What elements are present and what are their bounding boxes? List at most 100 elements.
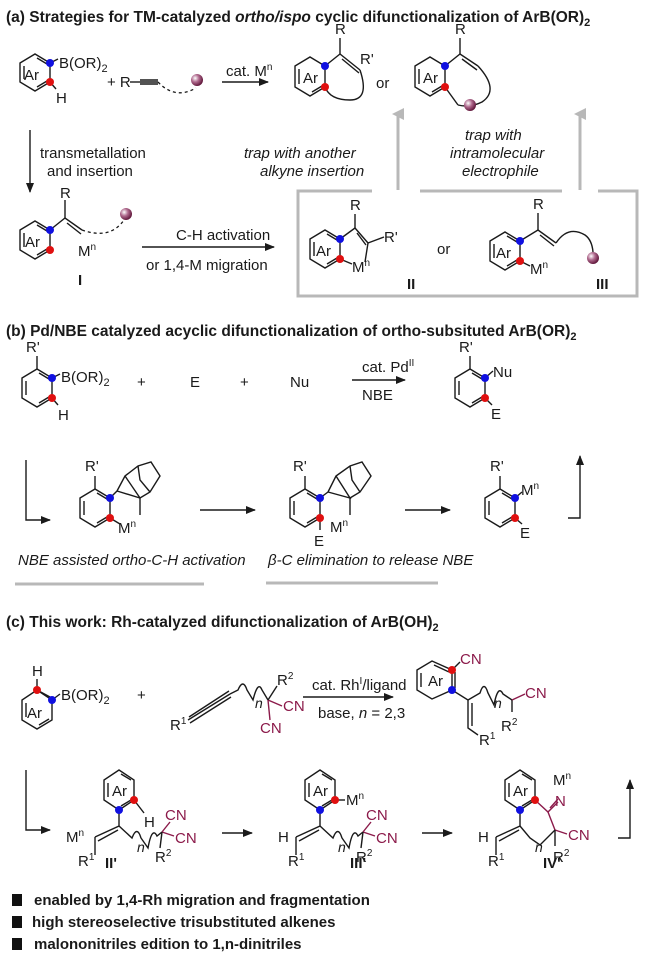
intermediate-III-prime: Ar Mn CN CN H n R2 R1 III'	[278, 769, 398, 872]
ortho-dot	[336, 255, 344, 263]
ortho-dot	[511, 514, 519, 522]
intermediate-I: Ar R Mn I	[19, 185, 132, 289]
trap-label-1: trap with another	[244, 145, 357, 162]
metal-label: Mn	[330, 518, 348, 536]
h-label: H	[144, 814, 155, 831]
r-label: R	[335, 21, 346, 38]
electrophile-ball-icon	[464, 99, 476, 111]
ipso-dot	[448, 686, 456, 694]
or-label: or	[376, 75, 389, 92]
n-label: n	[535, 839, 543, 855]
compound-label-IV-prime: IV'	[543, 855, 561, 872]
ortho-dot	[48, 394, 56, 402]
cn-label: CN	[568, 827, 590, 844]
ar-label: Ar	[24, 67, 39, 84]
nucleophile-label: Nu	[290, 374, 309, 391]
alkyne-r-label: + R	[107, 74, 131, 91]
n-label: n	[255, 695, 263, 711]
r1-label: R1	[78, 852, 95, 870]
ipso-dot	[441, 62, 449, 70]
step-label: transmetallation	[40, 145, 146, 162]
nucleophile-label: Nu	[493, 364, 512, 381]
conditions-label: base, n = 2,3	[318, 705, 405, 722]
r1-label: R1	[288, 852, 305, 870]
ortho-substituted-arylboronate: R' B(OR)2 H	[21, 339, 110, 424]
tethered-alkyne: + R	[107, 74, 203, 94]
arylboronate-a: Ar B(OR)2 H	[19, 53, 108, 107]
caption-nbe-activation: NBE assisted ortho-C-H activation	[18, 552, 246, 569]
cn-label: CN	[175, 830, 197, 847]
cycle-arrow	[618, 779, 634, 839]
boronate-label: B(OR)2	[61, 687, 110, 707]
ar-label: Ar	[303, 70, 318, 87]
compound-label-III-prime: III'	[350, 855, 366, 872]
electrophile-ball-icon	[191, 74, 203, 86]
ipso-dot	[48, 374, 56, 382]
r-prime-label: R'	[360, 51, 374, 68]
intermediate-III: Ar R Mn III	[489, 196, 609, 293]
r-prime-label: R'	[293, 458, 307, 475]
h-label: H	[56, 90, 67, 107]
metal-label: Mn	[530, 260, 548, 278]
plus-sign: +	[240, 374, 249, 391]
h-label: H	[478, 829, 489, 846]
h-label: H	[278, 829, 289, 846]
h-label: H	[58, 407, 69, 424]
metal-label: Mn	[553, 771, 571, 789]
cn-label: CN	[260, 720, 282, 737]
r2-label: R2	[501, 717, 518, 735]
ortho-dot	[316, 514, 324, 522]
compound-label-I: I	[78, 272, 82, 289]
compound-label-II: II	[407, 276, 415, 293]
step-label: C-H activation	[176, 227, 270, 244]
ar-label: Ar	[316, 243, 331, 260]
r-label: R	[533, 196, 544, 213]
compound-label-II-prime: II'	[105, 855, 117, 872]
electrophile-ball-icon	[587, 252, 599, 264]
cycle-arrow	[568, 455, 584, 519]
panel-b-title: (b) Pd/NBE catalyzed acyclic difunctiona…	[6, 323, 576, 343]
cn-label: CN	[460, 651, 482, 668]
r1-label: R1	[170, 716, 187, 734]
ortho-dot	[106, 514, 114, 522]
r-prime-label: R'	[85, 458, 99, 475]
cn-label: CN	[525, 685, 547, 702]
ortho-dot	[130, 796, 138, 804]
dinitrile-product: Ar CN CN n R1 R2	[416, 651, 547, 749]
cyclic-product-2: Ar R	[414, 21, 491, 111]
trap-label-2: trap with	[465, 127, 522, 144]
ipso-dot	[481, 374, 489, 382]
cn-label: CN	[283, 698, 305, 715]
ipso-dot	[106, 494, 114, 502]
arylmetal-intermediate-b: R' Mn E	[484, 458, 539, 542]
ipso-dot	[115, 806, 123, 814]
n-label: n	[338, 839, 346, 855]
cycle-arrow	[25, 460, 51, 524]
highlight-item: high stereoselective trisubstituted alke…	[32, 914, 335, 931]
metal-label: Mn	[78, 242, 96, 260]
ar-label: Ar	[428, 673, 443, 690]
ortho-dot	[481, 394, 489, 402]
r2-label: R2	[277, 671, 294, 689]
highlights-list: enabled by 1,4-Rh migration and fragment…	[12, 892, 370, 953]
r-label: R	[350, 197, 361, 214]
ar-label: Ar	[313, 783, 328, 800]
cn-label: CN	[366, 807, 388, 824]
panel-c-title: (c) This work: Rh-catalyzed difunctional…	[6, 614, 439, 634]
cycle-arrow	[25, 770, 51, 834]
highlight-item: malononitriles edition to 1,n-dinitriles	[34, 936, 302, 953]
r-prime-label: R'	[459, 339, 473, 356]
or-label: or	[437, 241, 450, 258]
ar-label: Ar	[513, 783, 528, 800]
intermediate-II: Ar R R' Mn II	[309, 197, 415, 293]
cat-pd-label: cat. PdII	[362, 358, 414, 376]
metal-label: Mn	[66, 828, 84, 846]
r-label: R	[60, 185, 71, 202]
r1-label: R1	[479, 731, 496, 749]
r2-label: R2	[553, 848, 570, 866]
ipso-dot	[316, 806, 324, 814]
ar-label: Ar	[112, 783, 127, 800]
cat-rh-label: cat. RhI/ligand	[312, 676, 407, 694]
ipso-dot	[46, 59, 54, 67]
